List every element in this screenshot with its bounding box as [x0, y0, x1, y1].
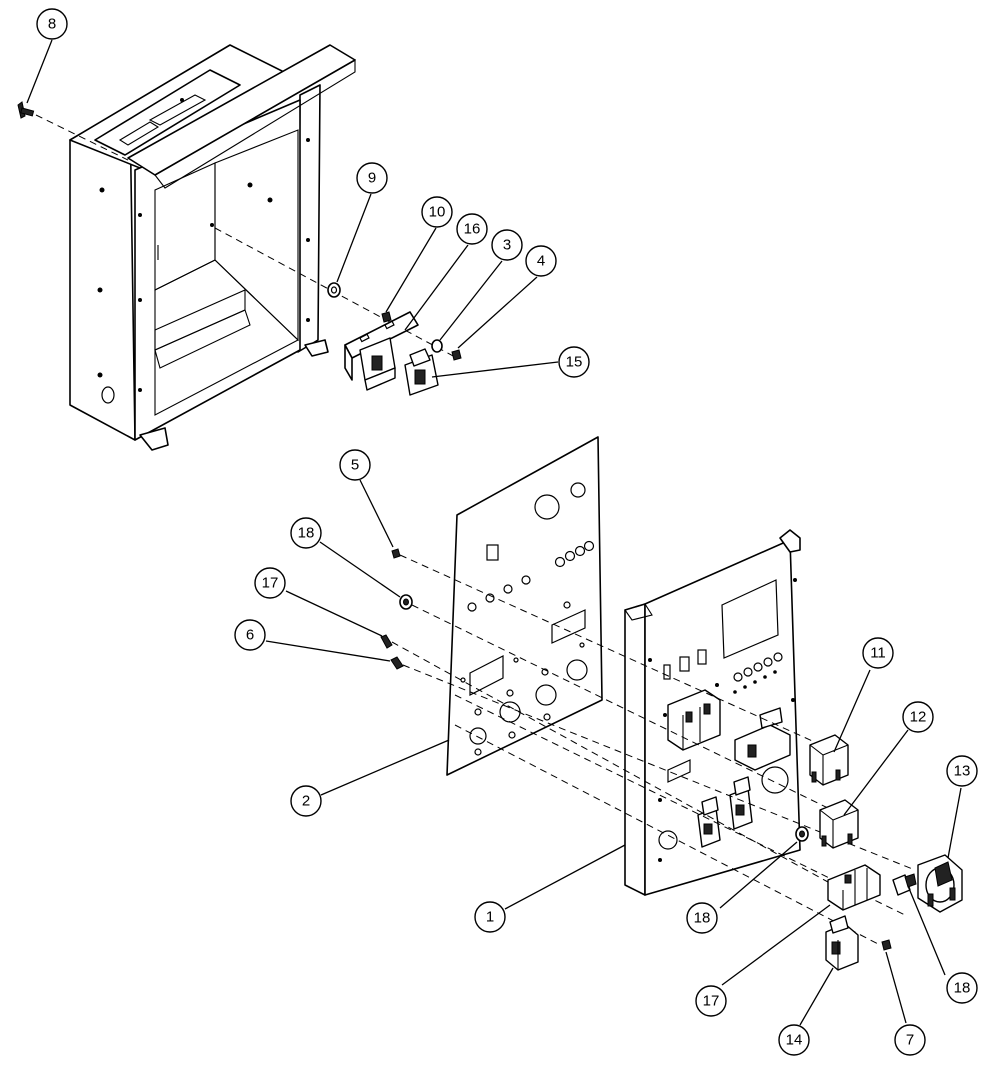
- balloon-18-right: 18: [946, 972, 978, 1004]
- mounting-panel-part-1: [624, 529, 801, 896]
- balloon-label-9: 9: [368, 170, 376, 187]
- balloon-9: 9: [356, 162, 388, 194]
- balloon-1: 1: [474, 901, 506, 933]
- balloon-label-4: 4: [537, 253, 545, 270]
- nut-part-10: [381, 311, 392, 323]
- balloon-label-18-center: 18: [694, 910, 711, 927]
- breaker-part-14: [825, 915, 859, 971]
- balloon-18-center: 18: [686, 902, 718, 934]
- contactor-left: [359, 337, 396, 391]
- balloon-16: 16: [456, 213, 488, 245]
- screw-part-8: [17, 101, 35, 119]
- nut-part-7: [881, 939, 892, 951]
- balloon-label-18-right: 18: [954, 980, 971, 997]
- balloon-label-13: 13: [954, 763, 971, 780]
- leader-lines: [26, 39, 962, 1026]
- plug-part-18: [892, 873, 917, 896]
- balloon-label-17-right: 17: [703, 993, 720, 1010]
- nut-part-4: [451, 349, 462, 361]
- balloon-label-10: 10: [429, 204, 446, 221]
- balloon-5: 5: [339, 449, 371, 481]
- enclosure-box: [69, 44, 356, 451]
- contactor-part-15: [404, 348, 439, 396]
- balloon-label-3: 3: [503, 237, 511, 254]
- screw-part-6: [390, 656, 404, 670]
- balloon-18-left: 18: [290, 517, 322, 549]
- balloon-15: 15: [558, 346, 590, 378]
- washer-part-9: [327, 282, 341, 298]
- balloon-13: 13: [946, 755, 978, 787]
- balloon-6: 6: [234, 619, 266, 651]
- balloon-17-right: 17: [695, 985, 727, 1017]
- terminal-block-part-17: [827, 864, 881, 911]
- balloon-label-1: 1: [486, 909, 494, 926]
- relay-part-12: [819, 799, 859, 849]
- cover-plate-part-2: [446, 436, 603, 776]
- balloon-7: 7: [894, 1024, 926, 1056]
- balloon-label-18-left: 18: [298, 525, 315, 542]
- balloon-label-5: 5: [351, 457, 359, 474]
- din-rail-part-16: [344, 311, 419, 381]
- grommet-part-18-panel: [795, 826, 809, 842]
- balloon-label-15: 15: [566, 354, 583, 371]
- balloon-label-6: 6: [246, 627, 254, 644]
- balloon-label-2: 2: [302, 793, 310, 810]
- washer-part-3: [431, 339, 443, 353]
- balloon-14: 14: [778, 1024, 810, 1056]
- balloon-12: 12: [902, 701, 934, 733]
- balloon-label-17-left: 17: [262, 575, 279, 592]
- standoff-part-17: [380, 634, 393, 649]
- balloon-10: 10: [421, 196, 453, 228]
- balloon-label-7: 7: [906, 1032, 914, 1049]
- balloon-4: 4: [525, 245, 557, 277]
- balloon-8: 8: [36, 8, 68, 40]
- balloon-label-12: 12: [910, 709, 927, 726]
- motor-switch-part-13: [917, 854, 963, 913]
- balloon-label-16: 16: [464, 221, 481, 238]
- balloon-17-left: 17: [254, 567, 286, 599]
- screw-part-5: [391, 548, 401, 559]
- balloon-label-11: 11: [870, 645, 886, 662]
- balloon-label-14: 14: [786, 1032, 803, 1049]
- balloon-11: 11: [862, 637, 894, 669]
- balloon-2: 2: [290, 785, 322, 817]
- balloon-label-8: 8: [48, 16, 56, 33]
- relay-part-11: [809, 734, 849, 786]
- balloon-3: 3: [491, 229, 523, 261]
- grommet-part-18: [399, 594, 413, 610]
